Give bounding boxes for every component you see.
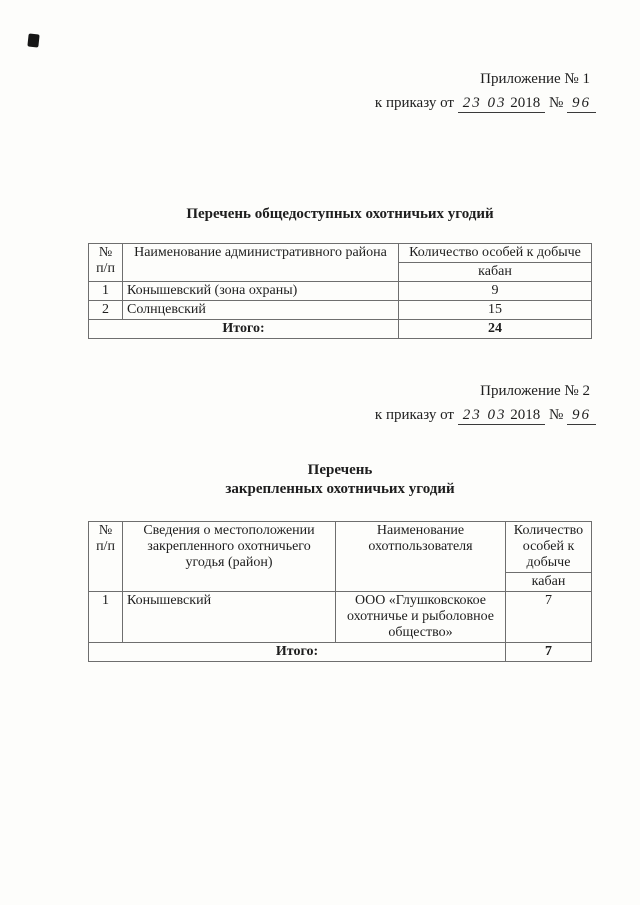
appendix2-order-number-group: 96 bbox=[567, 407, 596, 425]
appendix2-number-label: № bbox=[548, 407, 564, 423]
table1-header-species: кабан bbox=[398, 262, 592, 282]
appendix1-order-number-handwritten: 96 bbox=[572, 95, 591, 111]
table1-row2-district: Солнцевский bbox=[122, 300, 399, 320]
table2-row1-user: ООО «Глушковскокое охотничье и рыболовно… bbox=[335, 591, 506, 643]
table2-header-row: № п/п Сведения о местоположении закрепле… bbox=[88, 521, 592, 592]
appendix2-order-prefix: к приказу от bbox=[374, 407, 454, 423]
section2-title: Перечень закрепленных охотничьих угодий bbox=[88, 461, 592, 499]
table2-header-num: № п/п bbox=[88, 521, 123, 592]
table1-row1-count: 9 bbox=[398, 281, 592, 301]
table2-header-species: кабан bbox=[505, 572, 592, 592]
table2-row1-num: 1 bbox=[88, 591, 123, 643]
table1-row1-num: 1 bbox=[88, 281, 123, 301]
appendix2-order-year: 2018 bbox=[510, 407, 541, 423]
table2-total-row: Итого: 7 bbox=[88, 642, 592, 662]
appendix2-order-date-group: 23 03 2018 bbox=[457, 407, 546, 425]
table2-row1-location: Конышевский bbox=[122, 591, 336, 643]
table2-header-num-line2: п/п bbox=[96, 539, 115, 554]
table1-total-value: 24 bbox=[398, 319, 592, 339]
scan-artifact bbox=[27, 33, 40, 48]
table1-header-num-line2: п/п bbox=[96, 261, 115, 276]
table1-total-label: Итого: bbox=[88, 319, 399, 339]
table1-row2-count: 15 bbox=[398, 300, 592, 320]
appendix1-order-date-group: 23 03 2018 bbox=[457, 95, 546, 113]
table-row: 1 Конышевский ООО «Глушковскокое охотнич… bbox=[88, 591, 592, 643]
table1-header-num-line1: № bbox=[98, 245, 113, 260]
table2-row1-count: 7 bbox=[505, 591, 592, 643]
appendix1-order-line: к приказу от 23 03 2018 № 96 bbox=[375, 95, 596, 113]
appendix2-order-line: к приказу от 23 03 2018 № 96 bbox=[375, 407, 596, 425]
table-row: 2 Солнцевский 15 bbox=[88, 300, 592, 320]
table2-total-label: Итого: bbox=[88, 642, 506, 662]
section2-title-line1: Перечень bbox=[307, 462, 373, 478]
table1-header-num: № п/п bbox=[88, 243, 123, 282]
appendix1-order-year: 2018 bbox=[510, 95, 541, 111]
table2-header-user: Наименование охотпользователя bbox=[335, 521, 506, 592]
appendix1-label: Приложение № 1 bbox=[480, 71, 590, 87]
table2-total-value: 7 bbox=[505, 642, 592, 662]
table2-header-num-line1: № bbox=[98, 523, 113, 538]
section1-title: Перечень общедоступных охотничьих угодий bbox=[186, 206, 494, 222]
table1-header-row: № п/п Наименование административного рай… bbox=[88, 243, 592, 282]
appendix1-number-label: № bbox=[548, 95, 564, 111]
appendix1-order-number-group: 96 bbox=[567, 95, 596, 113]
public-grounds-table: № п/п Наименование административного рай… bbox=[88, 243, 592, 339]
table2-header-location: Сведения о местоположении закрепленного … bbox=[122, 521, 336, 592]
table-row: 1 Конышевский (зона охраны) 9 bbox=[88, 281, 592, 301]
appendix2-order-number-handwritten: 96 bbox=[572, 407, 591, 423]
assigned-grounds-table: № п/п Сведения о местоположении закрепле… bbox=[88, 521, 592, 662]
table1-total-row: Итого: 24 bbox=[88, 319, 592, 339]
appendix1-order-date-handwritten: 23 03 bbox=[462, 95, 507, 111]
table1-header-district: Наименование административного района bbox=[122, 243, 399, 282]
table1-row2-num: 2 bbox=[88, 300, 123, 320]
appendix1-order-prefix: к приказу от bbox=[374, 95, 454, 111]
table1-header-quota: Количество особей к добыче bbox=[398, 243, 592, 263]
table1-row1-district: Конышевский (зона охраны) bbox=[122, 281, 399, 301]
table2-header-quota: Количество особей к добыче bbox=[505, 521, 592, 573]
section2-title-line2: закрепленных охотничьих угодий bbox=[225, 481, 455, 497]
appendix2-order-date-handwritten: 23 03 bbox=[462, 407, 507, 423]
appendix2-label: Приложение № 2 bbox=[480, 383, 590, 399]
